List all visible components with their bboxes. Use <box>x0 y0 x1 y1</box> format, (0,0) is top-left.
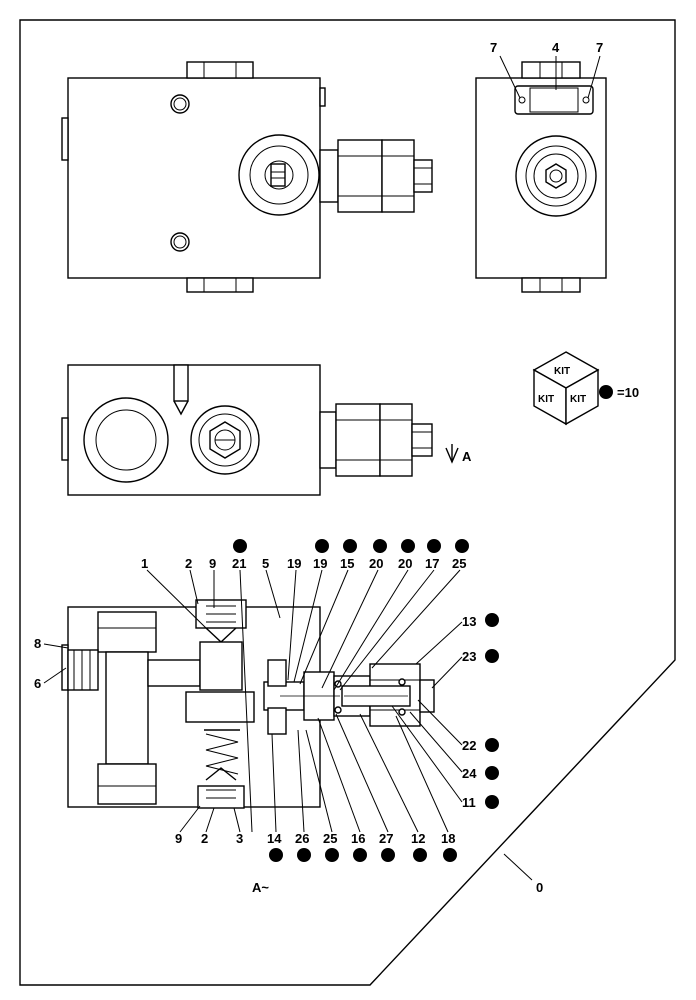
callout-25-top: 25 <box>452 556 466 571</box>
callout-21: 21 <box>232 556 246 571</box>
callout-7-right: 7 <box>596 40 603 55</box>
kit-label-right: KIT <box>570 394 586 405</box>
kit-cube-icon <box>532 351 600 426</box>
callout-0: 0 <box>536 880 543 895</box>
callout-19-b: 19 <box>313 556 327 571</box>
section-arrow-label: A <box>462 449 472 464</box>
assembly-leader <box>503 853 533 881</box>
callout-19-a: 19 <box>287 556 301 571</box>
kit-dot-icon <box>599 385 613 399</box>
callout-23: 23 <box>462 649 476 664</box>
callout-20-a: 20 <box>369 556 383 571</box>
callout-25-bottom: 25 <box>323 831 337 846</box>
callout-7-left: 7 <box>490 40 497 55</box>
callout-17: 17 <box>425 556 439 571</box>
callout-12: 12 <box>411 831 425 846</box>
view-label: A~ <box>252 880 269 895</box>
callout-2-bottom: 2 <box>201 831 208 846</box>
callout-9-bottom: 9 <box>175 831 182 846</box>
callout-24: 24 <box>462 766 477 781</box>
callout-27: 27 <box>379 831 393 846</box>
callout-3: 3 <box>236 831 243 846</box>
callout-13: 13 <box>462 614 476 629</box>
callout-14: 14 <box>267 831 282 846</box>
callout-26: 26 <box>295 831 309 846</box>
kit-label-left: KIT <box>538 394 554 405</box>
side-view <box>475 61 607 293</box>
callout-11: 11 <box>462 795 476 810</box>
callout-20-b: 20 <box>398 556 412 571</box>
front-view <box>61 61 433 293</box>
leader-lines <box>43 55 601 833</box>
callout-16: 16 <box>351 831 365 846</box>
kit-markers <box>233 539 499 862</box>
callout-2-top: 2 <box>185 556 192 571</box>
kit-legend-text: =10 <box>617 385 639 400</box>
callout-22: 22 <box>462 738 476 753</box>
section-view <box>61 599 435 809</box>
kit-label-top: KIT <box>554 366 570 377</box>
callout-9-top: 9 <box>209 556 216 571</box>
drawing-frame <box>19 19 676 986</box>
callout-6: 6 <box>34 676 41 691</box>
top-view <box>61 364 459 496</box>
callout-4: 4 <box>552 40 560 55</box>
callout-15: 15 <box>340 556 354 571</box>
callout-1: 1 <box>141 556 148 571</box>
callout-5: 5 <box>262 556 269 571</box>
callout-8: 8 <box>34 636 41 651</box>
callout-18: 18 <box>441 831 455 846</box>
